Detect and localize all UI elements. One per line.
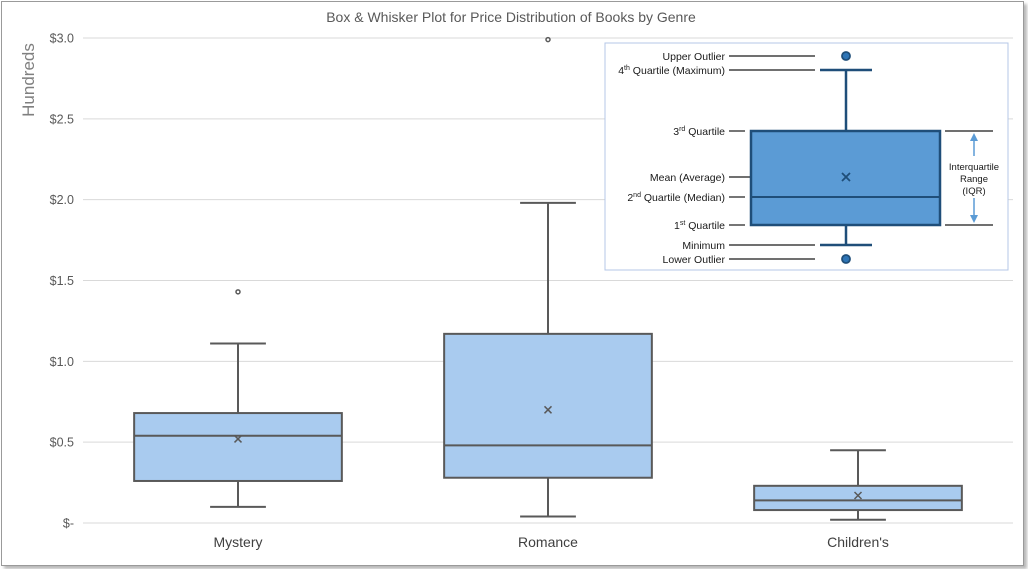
legend-upper-outlier-label: Upper Outlier (663, 51, 726, 63)
box-group (443, 36, 653, 518)
y-tick-label: $1.5 (50, 274, 74, 288)
legend-iqr-arrowhead-up (970, 133, 978, 141)
iqr-box (443, 332, 653, 479)
legend-lower-outlier-label: Lower Outlier (663, 254, 726, 266)
y-tick-label: $1.0 (50, 355, 74, 369)
iqr-box (133, 412, 343, 482)
legend-q4-label: 4th Quartile (Maximum) (618, 65, 725, 77)
mean-stroke (233, 434, 243, 443)
outlier-point (545, 36, 551, 43)
mean-marker (853, 491, 863, 500)
box-group (753, 449, 963, 521)
legend-minimum-label: Minimum (682, 240, 725, 252)
legend-q1-label: 1st Quartile (674, 220, 725, 232)
legend-q2-label: 2nd Quartile (Median) (627, 192, 725, 204)
y-axis-label: Hundreds (19, 43, 38, 117)
chart-title: Box & Whisker Plot for Price Distributio… (326, 9, 696, 25)
legend-mean-label: Mean (Average) (650, 172, 725, 184)
category-label: Romance (518, 534, 578, 550)
legend-lower-outlier-marker (841, 254, 851, 264)
outlier-point (235, 289, 241, 295)
mean-marker (543, 405, 553, 414)
y-tick-label: $3.0 (50, 32, 74, 46)
box-plot-legend: Upper Outlier 4th Quartile (Maximum) 3rd… (604, 42, 1009, 271)
legend-upper-outlier-marker (841, 51, 851, 61)
iqr-box (753, 484, 963, 512)
box-group (133, 289, 343, 508)
y-tick-label: $- (63, 517, 74, 531)
legend-mean-marker (841, 172, 851, 182)
legend-iqr-label-3: (IQR) (962, 186, 985, 197)
legend-iqr-label-2: Range (960, 174, 988, 185)
legend-iqr-label-1: Interquartile (949, 162, 999, 173)
mean-marker (233, 434, 243, 443)
mean-stroke (543, 405, 553, 414)
y-axis-ticks: $- $0.5 $1.0 $1.5 $2.0 $2.5 $3.0 (50, 32, 74, 531)
x-axis-categories: Mystery Romance Children's (214, 534, 889, 550)
legend-q3-label: 3rd Quartile (673, 126, 725, 138)
y-tick-label: $0.5 (50, 436, 74, 450)
y-tick-label: $2.5 (50, 112, 74, 126)
category-label: Children's (827, 534, 889, 550)
legend-iqr-arrowhead-down (970, 215, 978, 223)
mean-stroke (853, 491, 863, 500)
box-series (133, 36, 963, 521)
y-tick-label: $2.0 (50, 193, 74, 207)
category-label: Mystery (214, 534, 263, 550)
